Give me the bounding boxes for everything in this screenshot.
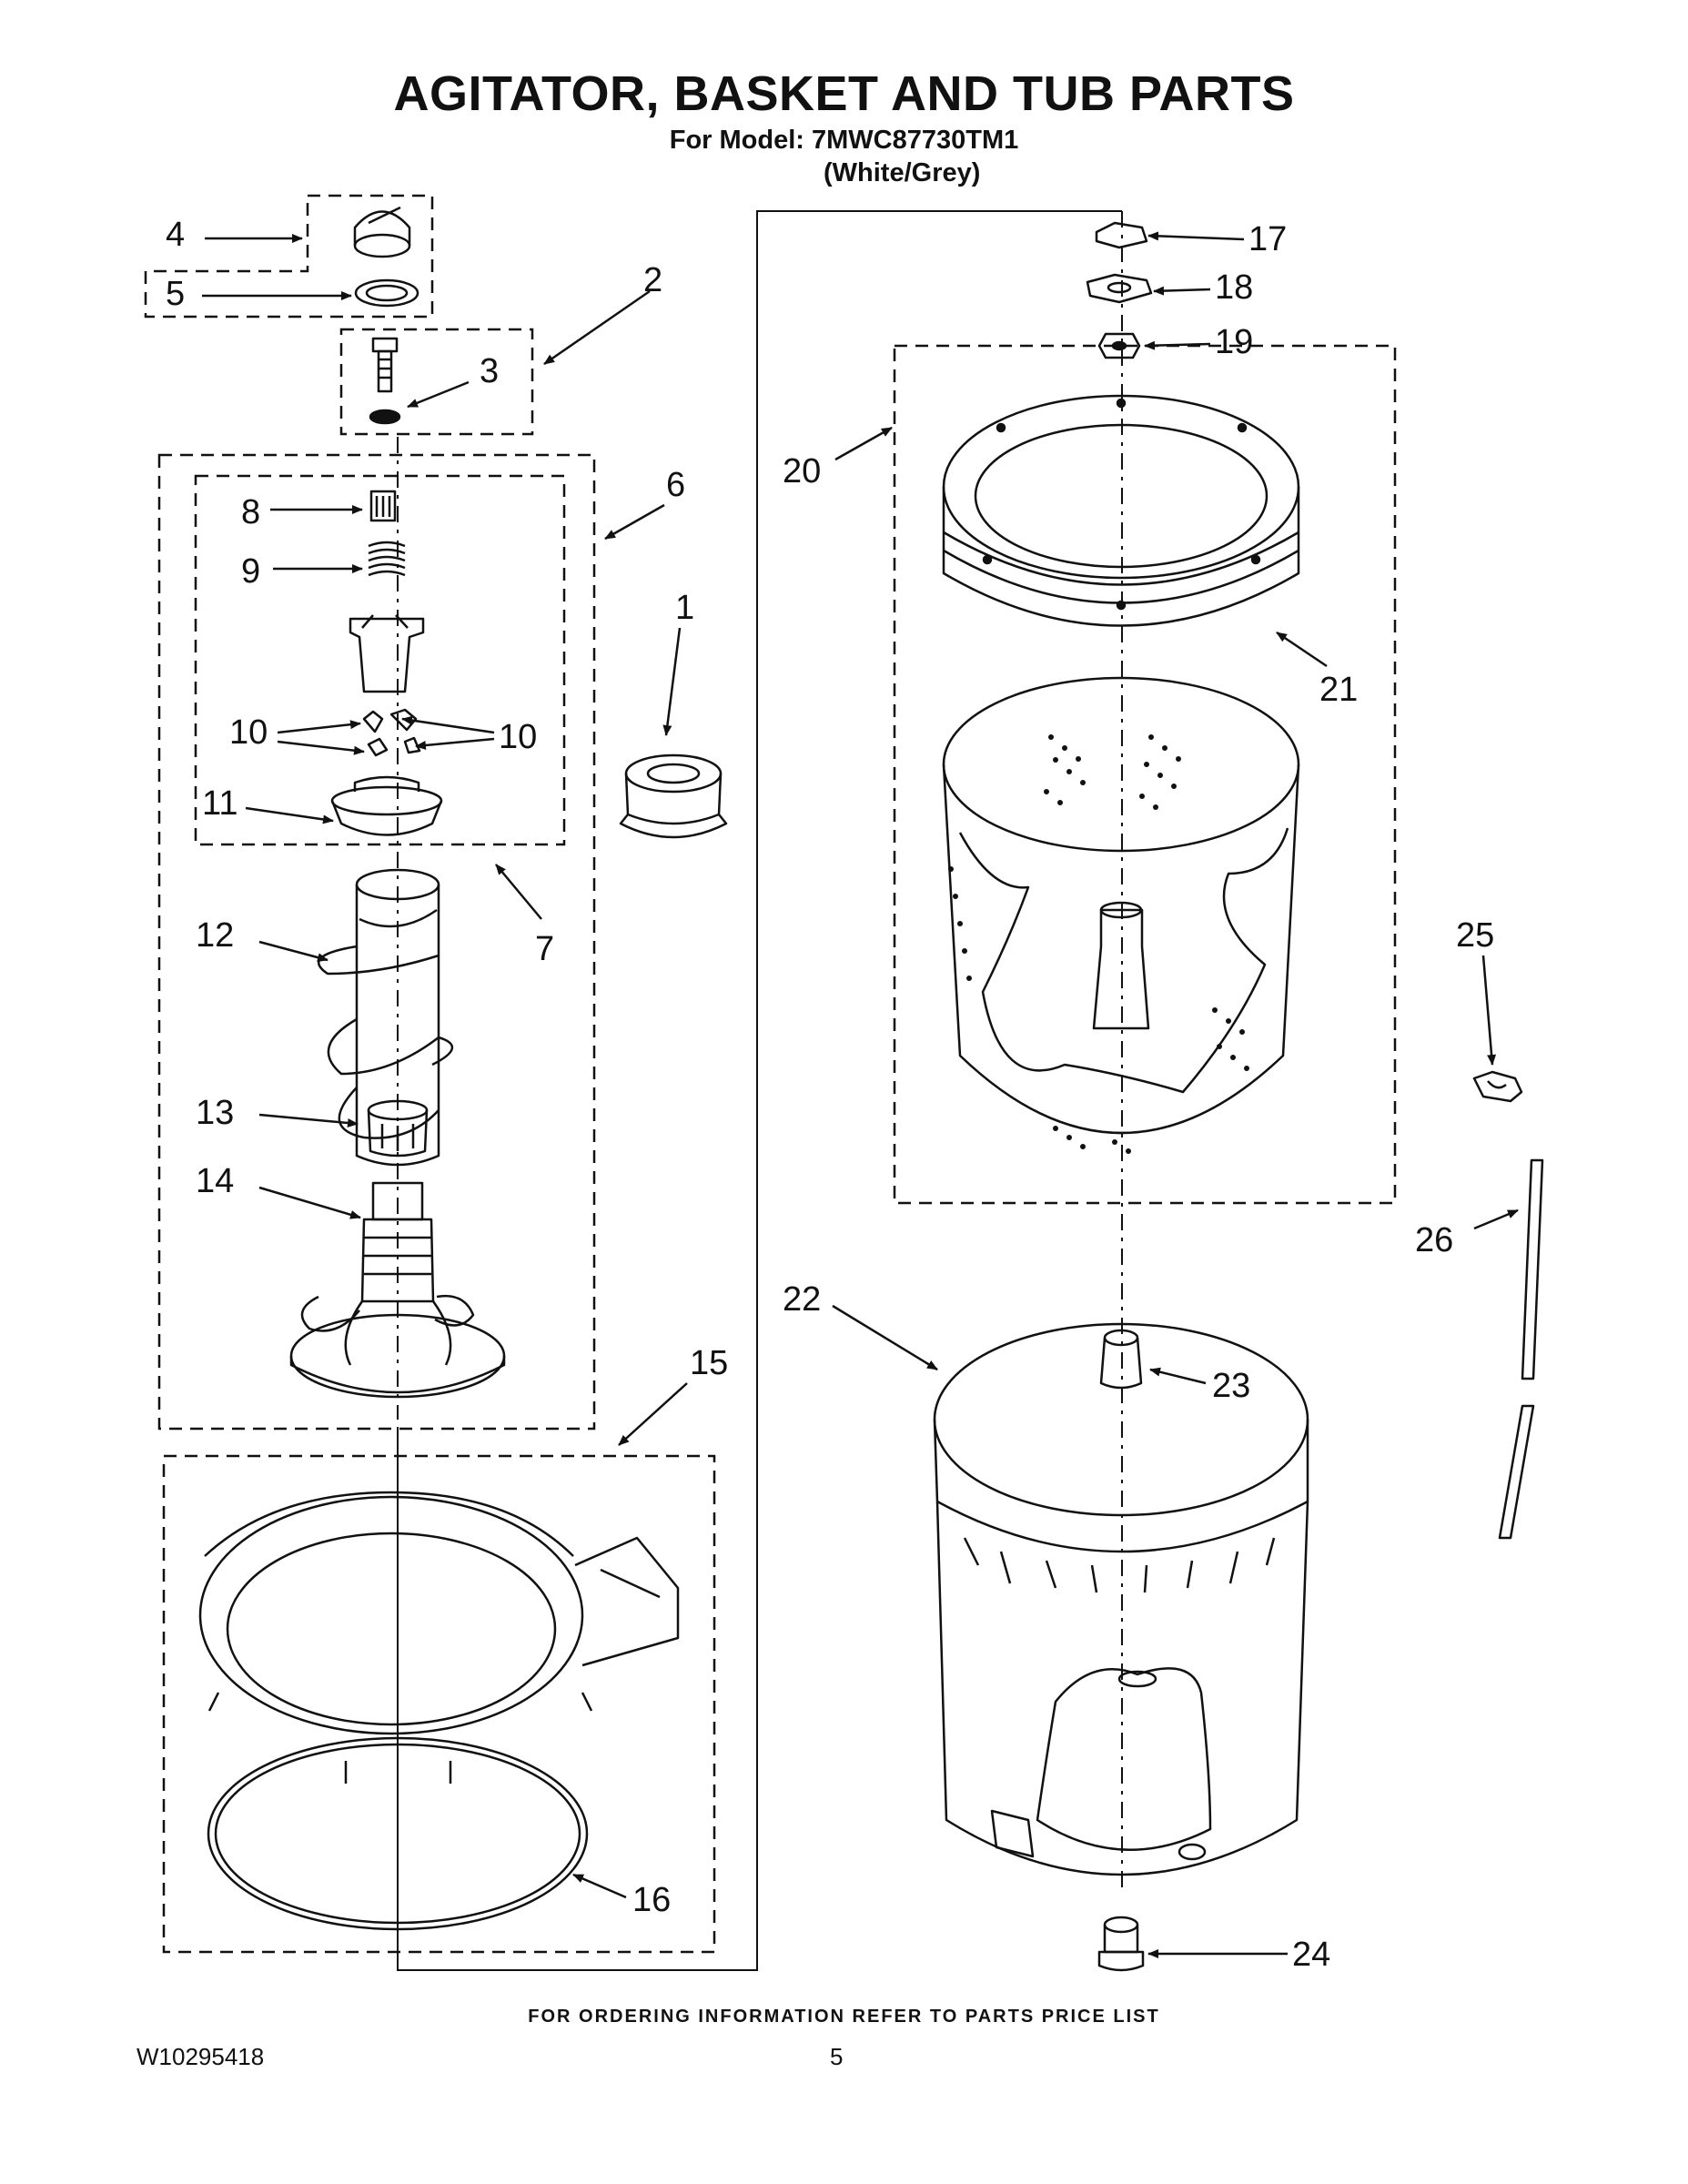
callout-19: 19	[1215, 323, 1253, 361]
agitator-auger-part	[318, 868, 453, 1167]
hose-clip-part	[1472, 1070, 1523, 1103]
bearing-seal-part	[619, 753, 728, 839]
balance-ring-part	[942, 394, 1300, 627]
callout-16: 16	[632, 1881, 671, 1919]
assembly-center-lines	[397, 210, 1123, 1971]
callout-10-right: 10	[499, 718, 537, 756]
page-title: AGITATOR, BASKET AND TUB PARTS	[393, 66, 1295, 121]
callout-23: 23	[1212, 1367, 1250, 1405]
callout-1: 1	[675, 589, 694, 627]
callout-12: 12	[196, 916, 234, 955]
callout-3: 3	[480, 352, 499, 390]
callout-25: 25	[1456, 916, 1494, 955]
cap-seal-ring-part	[354, 278, 419, 308]
callout-13: 13	[196, 1094, 234, 1132]
color-line: (White/Grey)	[824, 158, 981, 187]
agitator-cam-part	[369, 490, 397, 522]
document-number: W10295418	[136, 2043, 265, 2070]
callout-4: 4	[166, 216, 185, 254]
callout-14: 14	[196, 1162, 234, 1200]
group-box-6	[157, 453, 596, 1431]
tub-ring-part	[198, 1491, 680, 1784]
center-line-left	[397, 210, 1122, 1971]
callout-18: 18	[1215, 268, 1253, 307]
callout-2: 2	[643, 261, 662, 299]
drive-hub-part	[1099, 1329, 1143, 1390]
drain-hose-part	[1498, 1158, 1544, 1540]
tub-ring-seal-part	[207, 1736, 589, 1931]
drain-plug-part	[1097, 1916, 1145, 1972]
agitator-cap-part	[353, 206, 411, 258]
basket-drive-nut-part	[1097, 332, 1141, 359]
drive-coupler-part	[367, 1099, 429, 1158]
callout-22: 22	[783, 1280, 821, 1319]
callout-11: 11	[202, 784, 238, 823]
group-box-2-3	[339, 328, 534, 436]
callout-15: 15	[690, 1344, 728, 1382]
group-box-20	[893, 344, 1397, 1205]
wash-basket-part	[942, 676, 1300, 1135]
callout-labels: 1 2 3 4 5 6 7 8 9 10 10 11 12 13 14 15 1…	[166, 216, 1494, 1974]
agitator-dogs-part	[362, 708, 421, 757]
callout-5: 5	[166, 275, 185, 313]
cam-spring-part	[368, 541, 406, 577]
model-line: For Model: 7MWC87730TM1	[669, 126, 1019, 155]
page-number: 5	[830, 2043, 844, 2070]
callout-arrows	[202, 231, 1519, 1958]
agitator-cam-ring-part	[330, 775, 443, 836]
callout-17: 17	[1248, 220, 1287, 258]
basket-drive-plate-part	[1086, 273, 1153, 304]
callout-24: 24	[1292, 1936, 1330, 1974]
agitator-base-part	[289, 1181, 506, 1399]
callout-6: 6	[666, 466, 685, 504]
callout-21: 21	[1319, 671, 1358, 709]
group-box-15	[162, 1454, 716, 1954]
agitator-cup-part	[349, 614, 425, 693]
callout-7: 7	[535, 930, 554, 968]
callout-20: 20	[783, 452, 821, 490]
outer-tub-part	[933, 1322, 1309, 1876]
callout-10-left: 10	[229, 713, 268, 752]
basket-drive-clip-part	[1095, 221, 1148, 249]
callout-8: 8	[241, 493, 260, 531]
dashed-grouping-boxes	[144, 194, 1397, 1954]
group-box-7	[194, 474, 566, 846]
basket-perforations	[948, 734, 1249, 1154]
callout-9: 9	[241, 552, 260, 591]
agitator-bolt-part	[369, 337, 401, 425]
callout-26: 26	[1415, 1221, 1453, 1259]
ordering-note: FOR ORDERING INFORMATION REFER TO PARTS …	[528, 2007, 1160, 2027]
group-box-4-5	[144, 194, 434, 318]
